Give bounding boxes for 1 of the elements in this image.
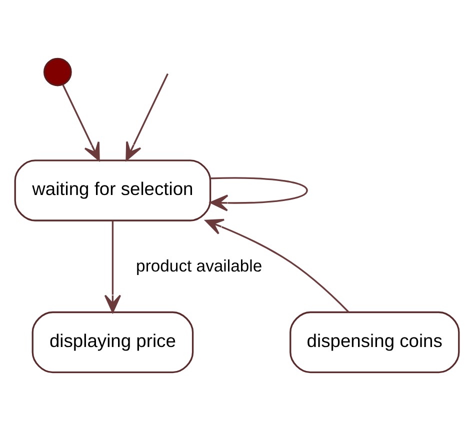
edge-label: product available: [136, 256, 262, 275]
